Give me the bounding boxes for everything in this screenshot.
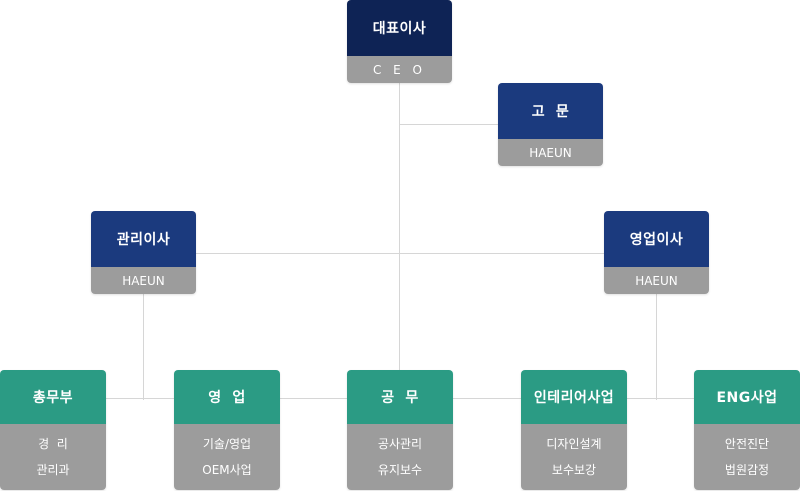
advisor-subtitle: HAEUN xyxy=(498,139,603,166)
dept-construction-node: 공 무 공사관리 유지보수 xyxy=(347,370,453,490)
sales-director-subtitle: HAEUN xyxy=(604,267,709,294)
dept-eng-node: ENG사업 안전진단 법원감정 xyxy=(694,370,800,490)
connector-advisor xyxy=(399,124,499,125)
dept-duty: 관리과 xyxy=(36,463,70,477)
advisor-node: 고 문 HAEUN xyxy=(498,83,603,166)
dept-duty: 기술/영업 xyxy=(202,437,252,451)
dept-general-affairs-node: 총무부 경 리 관리과 xyxy=(0,370,106,490)
connector-sales-down xyxy=(656,294,657,400)
connector-directors xyxy=(196,253,606,254)
dept-duties: 안전진단 법원감정 xyxy=(694,424,800,490)
dept-duty: 안전진단 xyxy=(724,437,770,451)
dept-duties: 디자인설계 보수보강 xyxy=(521,424,627,490)
ceo-subtitle: C E O xyxy=(347,56,452,83)
connector-admin-down xyxy=(143,294,144,400)
ceo-node: 대표이사 C E O xyxy=(347,0,452,83)
admin-director-subtitle: HAEUN xyxy=(91,267,196,294)
admin-director-title: 관리이사 xyxy=(91,211,196,267)
ceo-title: 대표이사 xyxy=(347,0,452,56)
dept-duty: 보수보강 xyxy=(551,463,597,477)
dept-duty: 유지보수 xyxy=(377,463,423,477)
dept-title: 영 업 xyxy=(174,370,280,424)
dept-title: 총무부 xyxy=(0,370,106,424)
dept-duty: 디자인설계 xyxy=(546,437,602,451)
dept-duty: 공사관리 xyxy=(377,437,423,451)
dept-duties: 공사관리 유지보수 xyxy=(347,424,453,490)
dept-interior-node: 인테리어사업 디자인설계 보수보강 xyxy=(521,370,627,490)
dept-sales-node: 영 업 기술/영업 OEM사업 xyxy=(174,370,280,490)
connector-ceo-trunk xyxy=(399,83,400,400)
dept-duty: OEM사업 xyxy=(202,463,252,477)
dept-title: 공 무 xyxy=(347,370,453,424)
dept-duty: 법원감정 xyxy=(724,463,770,477)
dept-title: 인테리어사업 xyxy=(521,370,627,424)
sales-director-title: 영업이사 xyxy=(604,211,709,267)
sales-director-node: 영업이사 HAEUN xyxy=(604,211,709,294)
dept-duty: 경 리 xyxy=(38,437,68,451)
advisor-title: 고 문 xyxy=(498,83,603,139)
admin-director-node: 관리이사 HAEUN xyxy=(91,211,196,294)
dept-duties: 기술/영업 OEM사업 xyxy=(174,424,280,490)
dept-duties: 경 리 관리과 xyxy=(0,424,106,490)
dept-title: ENG사업 xyxy=(694,370,800,424)
